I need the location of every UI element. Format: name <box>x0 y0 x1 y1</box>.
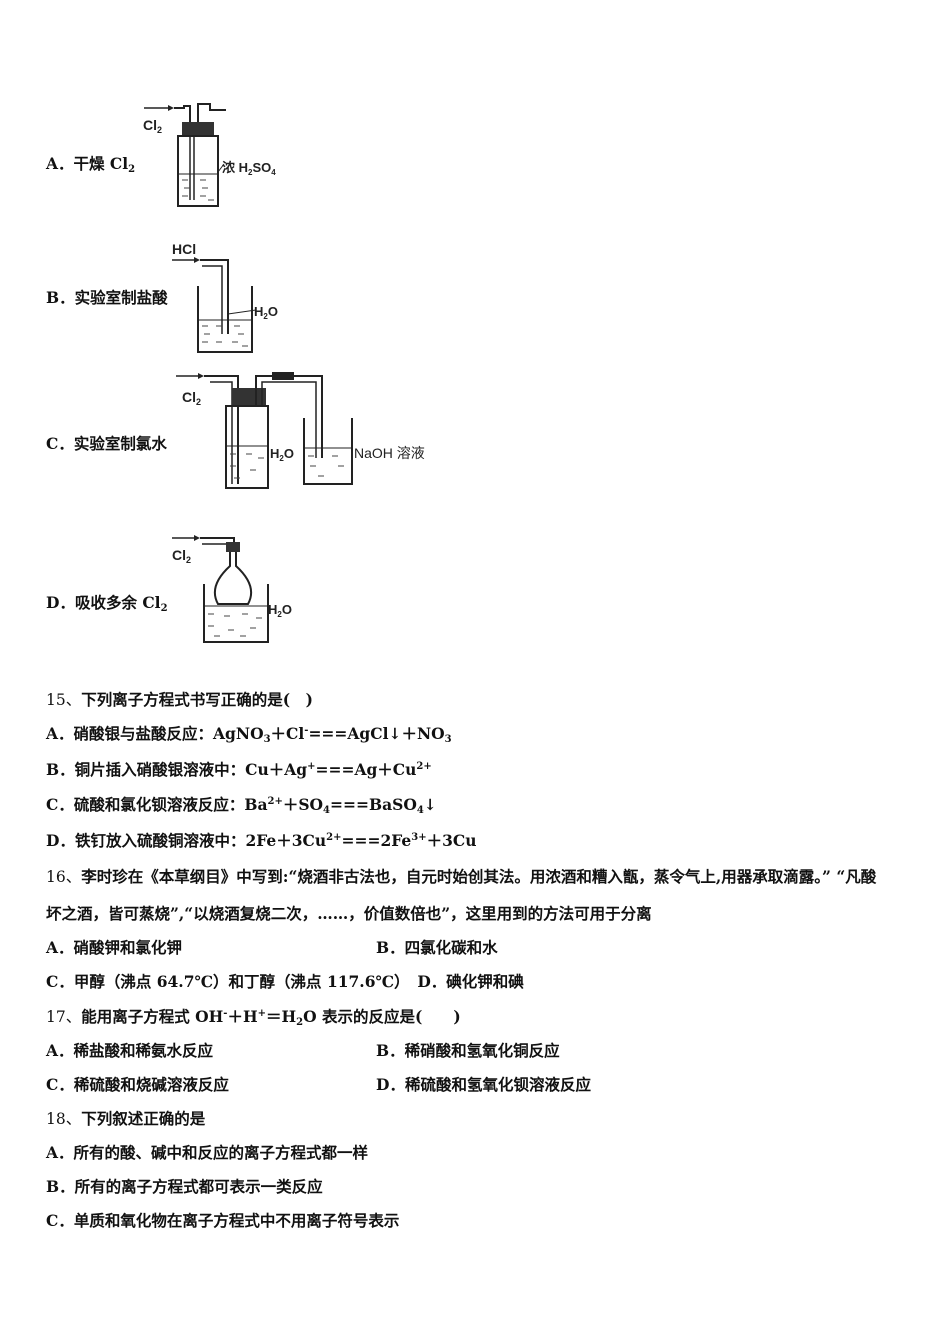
q18-option-c: C．单质和氧化物在离子方程式中不用离子符号表示 <box>46 1211 400 1230</box>
q16-option-b: B．四氯化碳和水 <box>376 938 498 957</box>
option-text: 吸收多余 Cl <box>74 593 161 612</box>
q15-option-c: C．硫酸和氯化钡溶液反应：Ba2+＋SO4===BaSO4↓ <box>46 795 437 816</box>
liquid-label: H2O <box>270 446 294 463</box>
q18-option-a: A．所有的酸、碱中和反应的离子方程式都一样 <box>46 1143 369 1162</box>
gas-label: Cl2 <box>143 117 162 135</box>
option-label: C． <box>46 434 74 453</box>
question-18-stem: 18、下列叙述正确的是 <box>46 1109 206 1128</box>
option-text: 干燥 Cl <box>73 154 129 173</box>
hcl-beaker-figure: HCl H2O <box>172 241 278 353</box>
option-text: 实验室制盐酸 <box>74 288 168 307</box>
funnel-absorption-figure: Cl2 H2O <box>172 535 292 643</box>
q17-option-a: A．稀盐酸和稀氨水反应 <box>46 1041 214 1060</box>
q17-option-d: D．稀硫酸和氢氧化钡溶液反应 <box>376 1075 591 1094</box>
q16-option-d: D．碘化钾和碘 <box>417 972 524 991</box>
q17-option-b: B．稀硝酸和氢氧化铜反应 <box>376 1041 560 1060</box>
option-b: B．实验室制盐酸 <box>46 286 168 308</box>
option-a: A．干燥 Cl2 <box>46 154 136 175</box>
q15-option-d: D．铁钉放入硫酸铜溶液中：2Fe＋3Cu2+===2Fe3+＋3Cu <box>46 831 477 850</box>
gas-label: Cl2 <box>182 389 201 407</box>
q17-option-c: C．稀硫酸和烧碱溶液反应 <box>46 1075 229 1094</box>
option-label: D． <box>46 593 75 612</box>
q16-option-cd: C．甲醇（沸点 64.7℃）和丁醇（沸点 117.6℃） D．碘化钾和碘 <box>46 970 524 992</box>
reagent-label: 浓 H2SO4 <box>222 160 276 177</box>
chlorine-water-apparatus: Cl2 H2O NaOH 溶液 <box>176 372 425 489</box>
gas-label: HCl <box>172 241 196 257</box>
question-number: 15、 <box>46 691 82 709</box>
option-d: D．吸收多余 Cl2 <box>46 593 168 614</box>
drying-bottle-figure: Cl2 浓 H2SO4 <box>143 103 276 207</box>
liquid-label: H2O <box>268 602 292 619</box>
question-number: 18、 <box>46 1110 82 1128</box>
option-label: B． <box>46 288 75 307</box>
question-17-stem: 17、能用离子方程式 OH-＋H+＝H2O 表示的反应是( ) <box>46 1007 461 1028</box>
q16-option-c: C．甲醇（沸点 64.7℃）和丁醇（沸点 117.6℃） <box>46 972 402 991</box>
option-label: A． <box>46 154 74 173</box>
q15-option-b: B．铜片插入硝酸银溶液中：Cu＋Ag+===Ag＋Cu2+ <box>46 760 432 779</box>
question-number: 16、 <box>46 868 82 886</box>
q16-option-a: A．硝酸钾和氯化钾 <box>46 938 183 957</box>
question-number: 17、 <box>46 1008 82 1026</box>
liquid-label: H2O <box>254 304 278 321</box>
option-c: C．实验室制氯水 <box>46 432 167 454</box>
option-text: 实验室制氯水 <box>73 434 167 453</box>
gas-label: Cl2 <box>172 547 191 565</box>
question-16-stem-cont: 坏之酒，皆可蒸烧”,“以烧酒复烧二次，……，价值数倍也”，这里用到的方法可用于分… <box>46 904 652 923</box>
q15-option-a: A．硝酸银与盐酸反应：AgNO3＋Cl-===AgCl↓＋NO3 <box>46 724 452 745</box>
naoh-label: NaOH 溶液 <box>354 445 425 461</box>
q18-option-b: B．所有的离子方程式都可表示一类反应 <box>46 1177 323 1196</box>
question-16-stem: 16、李时珍在《本草纲目》中写到:“烧酒非古法也，自元时始创其法。用浓酒和糟入甑… <box>46 867 877 886</box>
question-15-stem: 15、下列离子方程式书写正确的是( ) <box>46 690 313 709</box>
